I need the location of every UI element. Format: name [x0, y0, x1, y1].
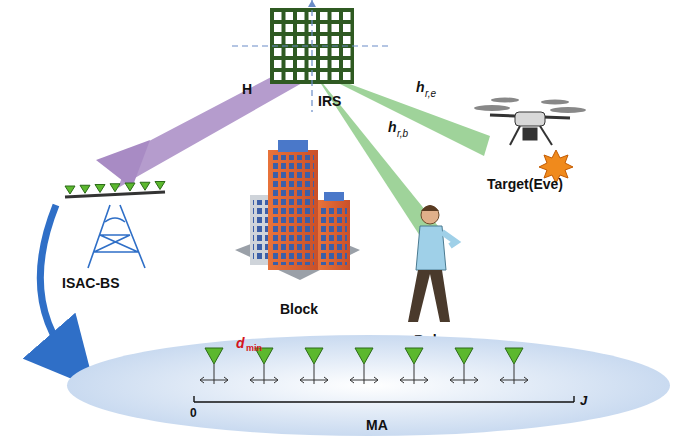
ma-text: MA	[366, 418, 388, 432]
ma-text: min	[246, 344, 262, 353]
label: IRS	[318, 94, 341, 108]
ma-text: 0	[190, 407, 197, 419]
ma-text: d	[236, 336, 245, 350]
label: h	[388, 120, 397, 134]
subscript-label: r,b	[397, 129, 408, 139]
drone	[474, 98, 586, 146]
person	[408, 205, 456, 322]
base-station	[65, 182, 165, 269]
ma-panel: dmin 0MA J	[66, 334, 671, 437]
subscript-label: r,e	[425, 89, 436, 99]
irs-panel	[232, 0, 392, 112]
label: ISAC-BS	[62, 276, 120, 290]
label: h	[416, 80, 425, 94]
label: H	[242, 82, 252, 96]
beam-head	[96, 140, 150, 188]
label: Block	[280, 302, 318, 316]
buildings	[235, 140, 360, 280]
label: Target(Eve)	[487, 177, 563, 191]
ma-text: J	[580, 394, 587, 407]
